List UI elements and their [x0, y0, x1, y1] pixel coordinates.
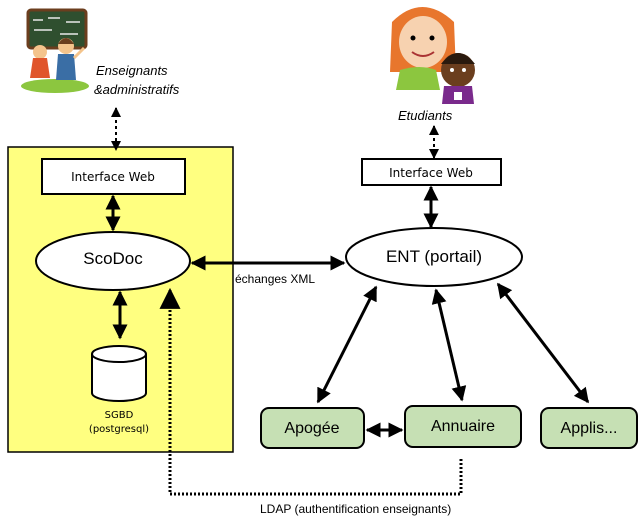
students-label: Etudiants — [398, 108, 453, 123]
annuaire-node — [404, 405, 522, 448]
scodoc-label: ScoDoc — [83, 249, 143, 268]
ldap-label: LDAP (authentification enseignants) — [260, 502, 451, 516]
apogee-node — [260, 407, 365, 449]
xml-exchange-label: échanges XML — [235, 272, 315, 286]
ent-to-apogee-arrow — [316, 285, 378, 404]
scodoc-node — [35, 231, 191, 291]
web-interface-left-label: Interface Web — [71, 170, 155, 184]
ent-node — [345, 227, 523, 287]
ldap-path — [159, 287, 463, 496]
applis-label: Applis... — [561, 420, 618, 437]
web-interface-right-label: Interface Web — [389, 166, 473, 180]
teachers-label-line1: Enseignants — [96, 63, 168, 78]
web-interface-right-box — [361, 158, 502, 186]
ent-to-applis-arrow — [496, 282, 590, 404]
applis-node — [540, 407, 638, 449]
teachers-label-line2: &administratifs — [94, 82, 180, 97]
teachers-illustration-icon — [21, 8, 89, 93]
ent-label: ENT (portail) — [386, 247, 482, 266]
ent-to-annuaire-arrow — [431, 288, 467, 402]
students-illustration-icon — [390, 7, 475, 104]
db-label-line1: SGBD — [105, 410, 134, 421]
apogee-label: Apogée — [284, 420, 339, 437]
database-icon — [91, 345, 147, 402]
annuaire-label: Annuaire — [431, 418, 495, 435]
db-label-line2: (postgresql) — [89, 424, 149, 435]
web-interface-left-box — [41, 158, 186, 195]
